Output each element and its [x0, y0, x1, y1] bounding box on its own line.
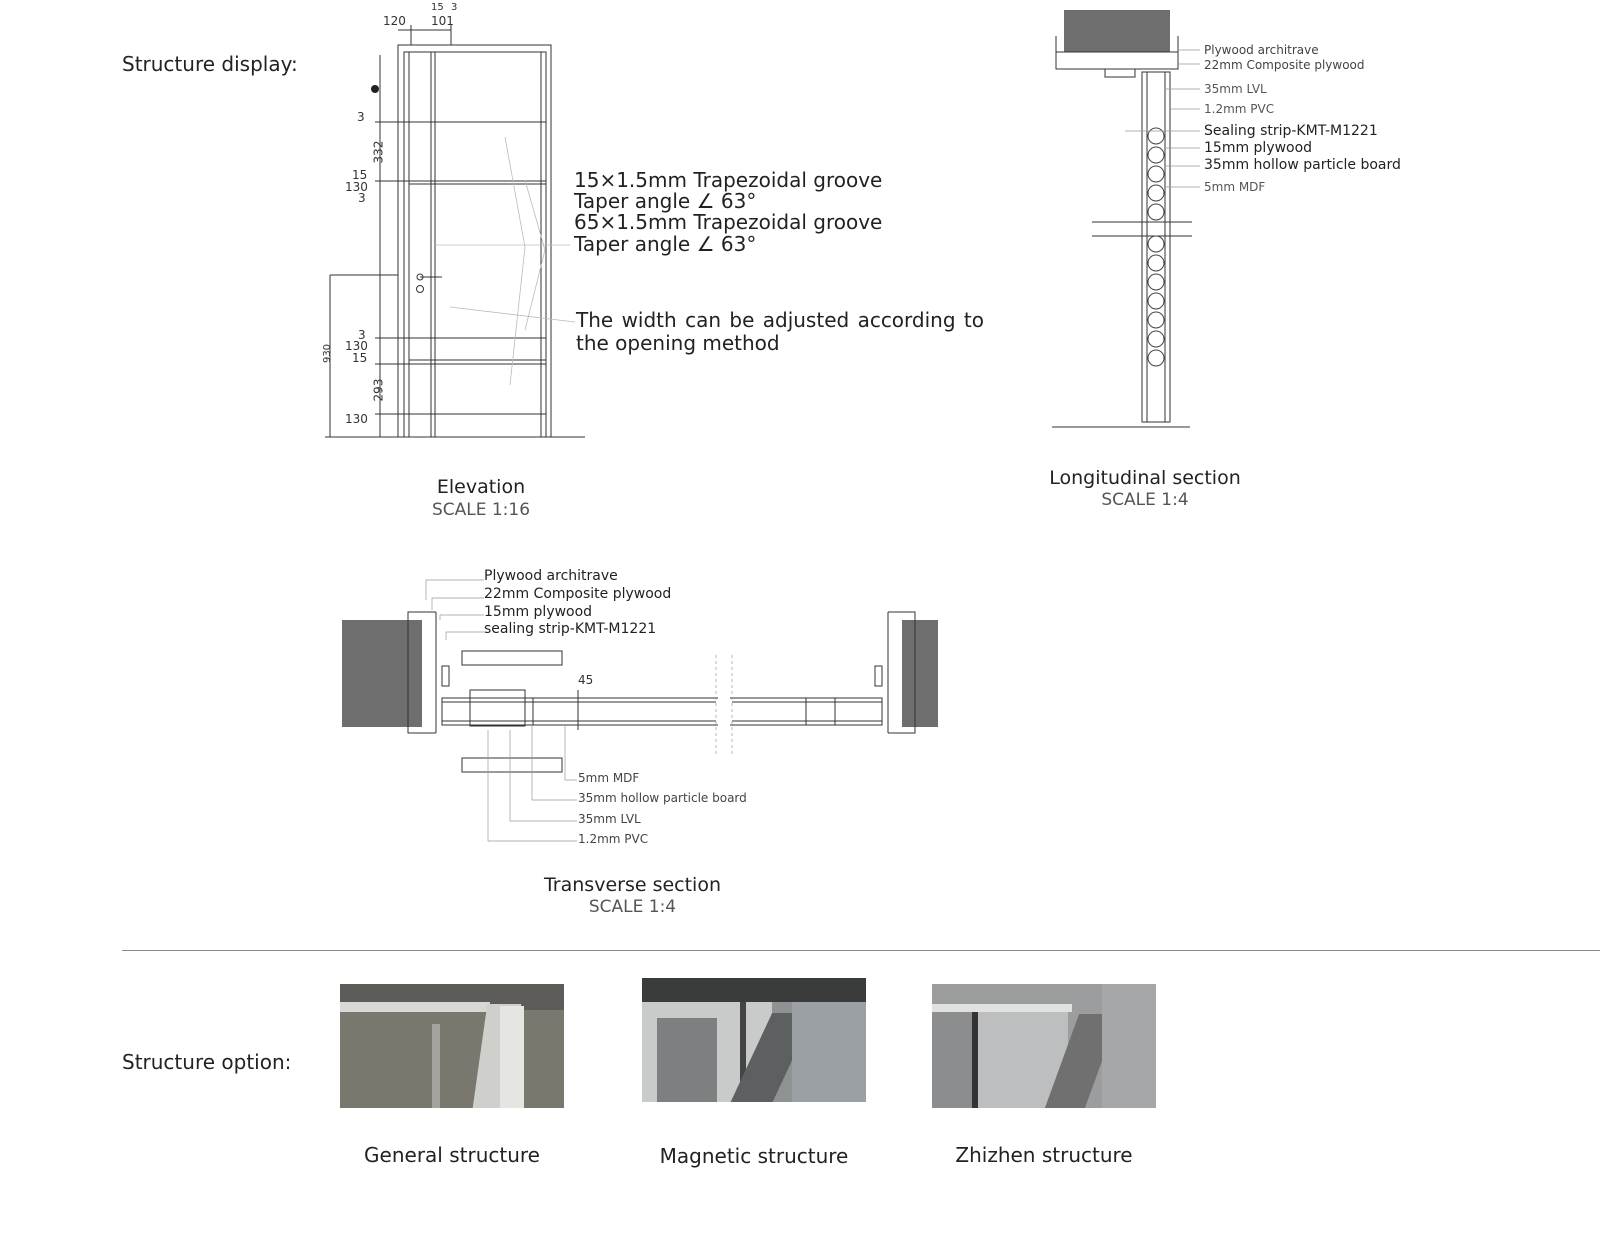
option-zhizhen-label: Zhizhen structure	[955, 1143, 1133, 1167]
zhizhen-structure-photo[interactable]	[932, 984, 1156, 1108]
dim-130-c: 130	[345, 412, 368, 426]
trans-label-sealing-strip: sealing strip-KMT-M1221	[484, 621, 657, 637]
width-note: The width can be adjusted according to t…	[576, 308, 984, 355]
trans-label-15mm-plywood: 15mm plywood	[484, 604, 593, 620]
structure-display-label: Structure display:	[122, 52, 298, 76]
dim-3-b: 3	[358, 191, 366, 205]
long-label-15mm-plywood: 15mm plywood	[1204, 140, 1313, 156]
dim-15-a: 15	[352, 168, 368, 182]
long-label-mdf: 5mm MDF	[1204, 180, 1266, 194]
trans-label-pvc: 1.2mm PVC	[578, 832, 649, 846]
transverse-scale: SCALE 1:4	[588, 897, 677, 917]
longitudinal-title: Longitudinal section	[1049, 467, 1241, 489]
long-label-particle-board: 35mm hollow particle board	[1204, 157, 1401, 173]
taper-note-1: Taper angle ∠ 63°	[574, 189, 757, 213]
trans-dim-45: 45	[578, 673, 594, 687]
option-general-label: General structure	[364, 1143, 540, 1167]
dim-3-top: 3	[451, 2, 458, 13]
dim-120: 120	[383, 14, 406, 28]
dim-15-b: 15	[352, 351, 368, 365]
taper-note-2: Taper angle ∠ 63°	[574, 232, 757, 256]
elevation-scale: SCALE 1:16	[431, 500, 531, 520]
dim-3-c: 3	[358, 328, 366, 342]
longitudinal-scale: SCALE 1:4	[1101, 490, 1189, 510]
dim-130-a: 130	[345, 180, 368, 194]
trans-label-mdf: 5mm MDF	[578, 771, 640, 785]
long-label-lvl: 35mm LVL	[1204, 82, 1267, 96]
option-magnetic-label: Magnetic structure	[659, 1144, 849, 1168]
dim-3-a: 3	[357, 110, 365, 124]
long-label-architrave: Plywood architrave	[1204, 43, 1319, 57]
trans-label-architrave: Plywood architrave	[484, 568, 618, 584]
dim-101: 101	[431, 14, 454, 28]
trans-label-lvl: 35mm LVL	[578, 812, 641, 826]
trans-label-particle-board: 35mm hollow particle board	[578, 791, 747, 805]
structure-option-label: Structure option:	[122, 1050, 292, 1074]
dim-15-top: 15	[431, 2, 444, 13]
elevation-title: Elevation	[436, 476, 526, 498]
groove-note-1: 15×1.5mm Trapezoidal groove	[574, 168, 883, 192]
long-label-composite-plywood: 22mm Composite plywood	[1204, 58, 1365, 72]
magnetic-structure-photo[interactable]	[642, 978, 866, 1102]
long-label-sealing-strip: Sealing strip-KMT-M1221	[1204, 123, 1378, 139]
long-label-pvc: 1.2mm PVC	[1204, 102, 1275, 116]
dim-130-b: 130	[345, 339, 368, 353]
trans-label-composite-plywood: 22mm Composite plywood	[484, 586, 672, 602]
general-structure-photo[interactable]	[340, 984, 564, 1108]
groove-note-2: 65×1.5mm Trapezoidal groove	[574, 210, 883, 234]
section-divider	[122, 950, 1600, 951]
transverse-title: Transverse section	[543, 874, 721, 896]
